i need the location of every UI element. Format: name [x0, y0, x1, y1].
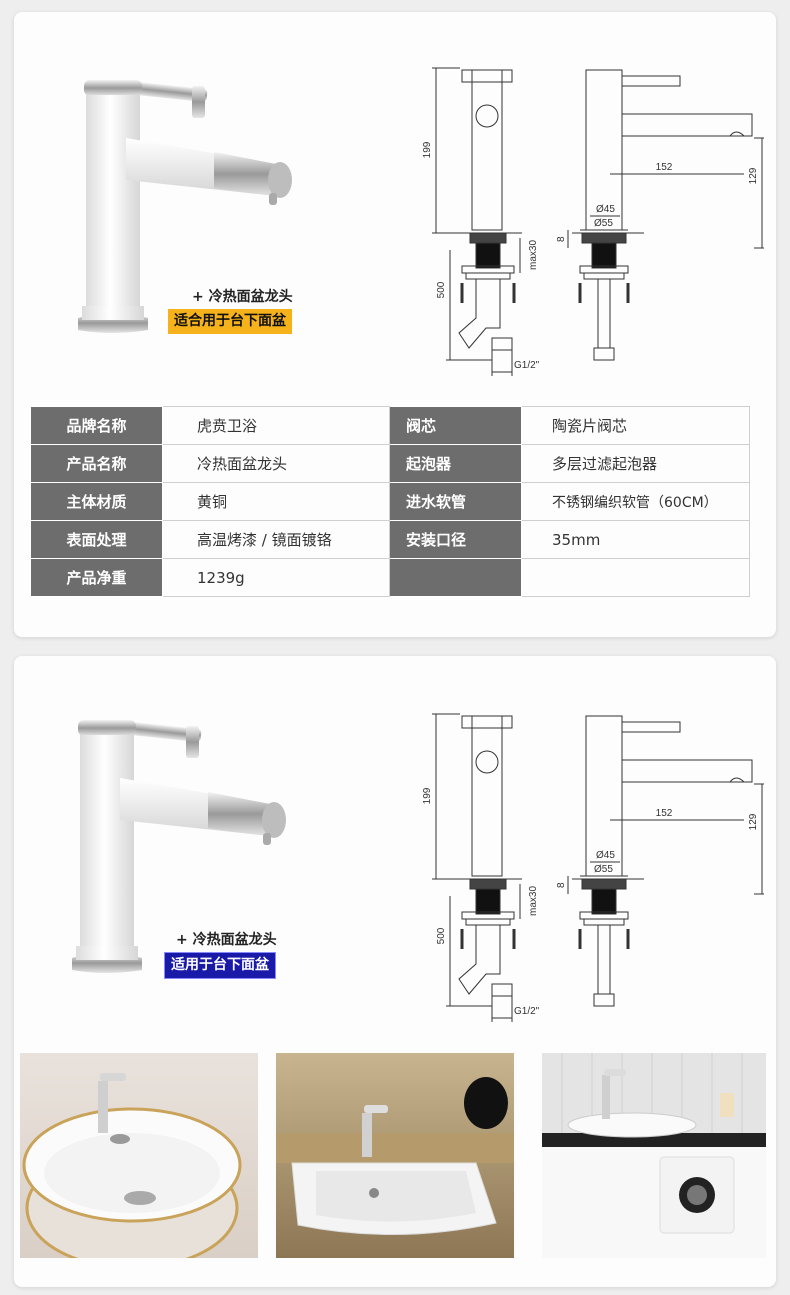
thread-label: G1/2" — [514, 360, 540, 371]
spec-key — [389, 558, 522, 597]
spec-value: 虎贲卫浴 — [162, 406, 390, 445]
table-row: 产品净重 1239g — [30, 558, 750, 597]
faucet-type-tag: + 冷热面盆龙头 — [192, 289, 293, 305]
faucet-image — [72, 720, 286, 973]
spec-key: 起泡器 — [389, 444, 522, 483]
faucet-type-tag: + 冷热面盆龙头 — [176, 932, 277, 948]
table-row: 品牌名称 虎贲卫浴 阀芯 陶瓷片阀芯 — [30, 406, 750, 445]
spec-value: 35mm — [521, 520, 750, 559]
spout-height-label: 129 — [748, 813, 759, 830]
spec-value: 1239g — [162, 558, 390, 597]
base-thickness-label: 8 — [556, 882, 567, 888]
spec-value: 冷热面盆龙头 — [162, 444, 390, 483]
dimension-diagram: 199 max30 500 G1/2" 152 129 Ø45 — [422, 713, 764, 1022]
spec-value: 不锈钢编织软管（60CM） — [521, 482, 750, 521]
spec-key: 阀芯 — [389, 406, 522, 445]
base-thickness-label: 8 — [556, 236, 567, 242]
hose-length-label: 500 — [436, 927, 447, 944]
product-card-top: + 冷热面盆龙头 适合用于台下面盆 199 max30 500 G1/2" — [14, 12, 776, 637]
max-label: max30 — [528, 886, 539, 916]
dimension-diagram: 199 max30 500 G1/2" 152 129 Ø45 — [422, 67, 764, 376]
spec-value: 黄铜 — [162, 482, 390, 521]
inner-diameter-label: Ø55 — [594, 218, 613, 229]
table-row: 产品名称 冷热面盆龙头 起泡器 多层过滤起泡器 — [30, 444, 750, 483]
spec-value: 高温烤漆 / 镜面镀铬 — [162, 520, 390, 559]
height-label: 199 — [422, 787, 433, 804]
counter-basin-photo — [276, 1053, 514, 1258]
inner-diameter-label: Ø55 — [594, 864, 613, 875]
spec-value: 陶瓷片阀芯 — [521, 406, 750, 445]
spec-key: 进水软管 — [389, 482, 522, 521]
faucet-image — [78, 80, 292, 333]
hose-length-label: 500 — [436, 281, 447, 298]
spec-value: 多层过滤起泡器 — [521, 444, 750, 483]
spout-height-label: 129 — [748, 167, 759, 184]
outer-diameter-label: Ø45 — [596, 204, 615, 215]
cabinet-basin-photo — [542, 1053, 766, 1258]
spec-table: 品牌名称 虎贲卫浴 阀芯 陶瓷片阀芯 产品名称 冷热面盆龙头 起泡器 多层过滤起… — [30, 406, 750, 597]
install-type-badge: 适合用于台下面盆 — [168, 309, 292, 334]
spout-length-label: 152 — [656, 162, 673, 173]
height-label: 199 — [422, 141, 433, 158]
spec-key: 表面处理 — [30, 520, 163, 559]
spec-key: 产品净重 — [30, 558, 163, 597]
spec-value — [521, 558, 750, 597]
table-row: 表面处理 高温烤漆 / 镜面镀铬 安装口径 35mm — [30, 520, 750, 559]
product-card-bottom: + 冷热面盆龙头 适用于台下面盆 199 max30 500 G1/2" 152 — [14, 656, 776, 1287]
spout-length-label: 152 — [656, 808, 673, 819]
table-row: 主体材质 黄铜 进水软管 不锈钢编织软管（60CM） — [30, 482, 750, 521]
spec-key: 主体材质 — [30, 482, 163, 521]
spec-key: 产品名称 — [30, 444, 163, 483]
spec-key: 品牌名称 — [30, 406, 163, 445]
spec-key: 安装口径 — [389, 520, 522, 559]
outer-diameter-label: Ø45 — [596, 850, 615, 861]
install-type-badge: 适用于台下面盆 — [164, 952, 276, 979]
thread-label: G1/2" — [514, 1006, 540, 1017]
round-basin-photo — [20, 1053, 258, 1258]
max-label: max30 — [528, 240, 539, 270]
